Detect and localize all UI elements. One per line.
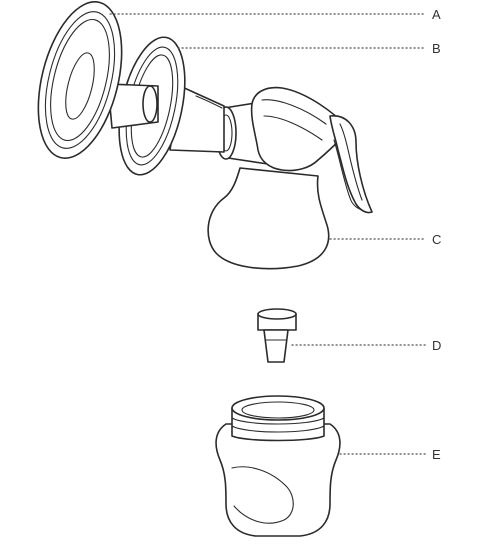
valve <box>257 308 297 363</box>
label-a: A <box>432 7 441 22</box>
bottle <box>215 395 341 537</box>
label-d: D <box>432 338 441 353</box>
label-b: B <box>432 41 441 56</box>
massage-cushion <box>37 1 159 159</box>
pump-body <box>207 86 373 270</box>
label-e: E <box>432 447 441 462</box>
label-c: C <box>432 232 441 247</box>
